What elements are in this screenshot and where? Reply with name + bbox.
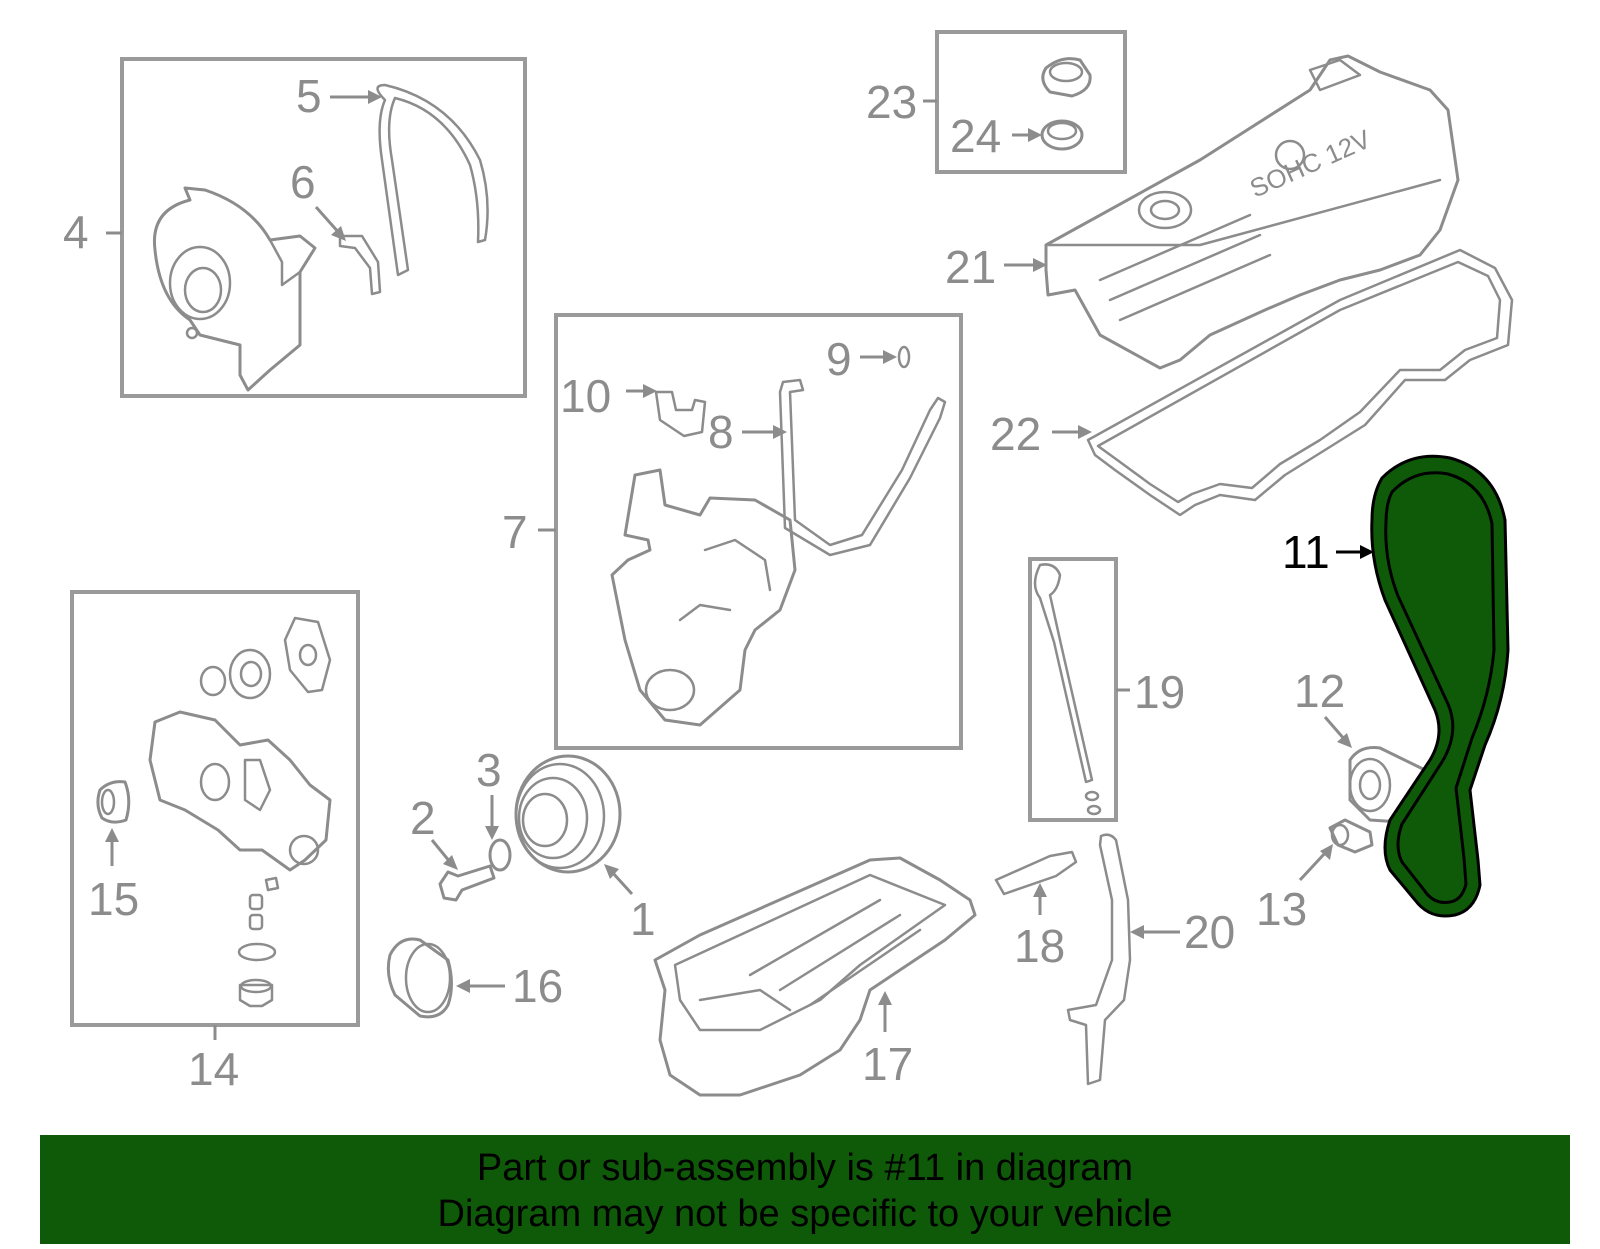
part-13-tensioner-bolt[interactable] — [1328, 818, 1374, 854]
part-6-seal[interactable] — [338, 234, 382, 296]
callout-20[interactable]: 20 — [1184, 906, 1235, 958]
part-1-crankshaft-pulley[interactable] — [514, 754, 622, 874]
callout-4[interactable]: 4 — [63, 206, 89, 258]
part-14-oil-pump-assembly[interactable] — [148, 616, 332, 1008]
part-19-dipstick[interactable] — [1033, 563, 1102, 816]
callout-9[interactable]: 9 — [826, 333, 852, 385]
callout-23[interactable]: 23 — [866, 76, 917, 128]
callout-17[interactable]: 17 — [862, 1038, 913, 1090]
callout-13[interactable]: 13 — [1256, 883, 1307, 935]
part-3-washer[interactable] — [488, 838, 512, 872]
banner-part-info: Part or sub-assembly is #11 in diagram — [476, 1147, 1134, 1189]
part-20-dipstick-tube[interactable] — [1066, 833, 1132, 1086]
callout-7[interactable]: 7 — [502, 506, 528, 558]
callout-3[interactable]: 3 — [476, 744, 502, 796]
leader-lines — [105, 90, 1374, 1040]
callout-24[interactable]: 24 — [950, 110, 1001, 162]
callout-8[interactable]: 8 — [708, 406, 734, 458]
part-4-upper-timing-cover[interactable] — [152, 186, 317, 392]
part-8-cover-gasket[interactable] — [778, 378, 947, 557]
part-22-valve-cover-gasket[interactable] — [1086, 248, 1514, 517]
banner-disclaimer: Diagram may not be specific to your vehi… — [437, 1193, 1173, 1235]
part-2-pulley-bolt[interactable] — [438, 864, 496, 902]
callout-21[interactable]: 21 — [945, 241, 996, 293]
part-21-valve-cover[interactable]: SOHC 12V — [1044, 54, 1460, 370]
part-10-clip[interactable] — [654, 390, 707, 438]
callout-2[interactable]: 2 — [410, 792, 436, 844]
part-16-oil-filter[interactable] — [386, 937, 453, 1019]
group-box-19 — [1028, 557, 1118, 822]
selection-banner: Part or sub-assembly is #11 in diagram D… — [40, 1135, 1570, 1244]
part-15-oil-seal[interactable] — [96, 780, 131, 824]
part-23-oil-filler-cap[interactable] — [1041, 57, 1092, 98]
part-5-cover-seal[interactable] — [376, 83, 489, 277]
part-18-sealant-tube[interactable] — [994, 850, 1078, 896]
part-11-timing-belt[interactable] — [1370, 454, 1510, 918]
part-24-cap-seal[interactable] — [1040, 119, 1084, 151]
part-7-lower-timing-cover[interactable] — [610, 468, 797, 727]
callout-6[interactable]: 6 — [290, 156, 316, 208]
group-box-4 — [120, 57, 527, 398]
callout-16[interactable]: 16 — [512, 960, 563, 1012]
callout-18[interactable]: 18 — [1014, 920, 1065, 972]
callout-numbers: 1 2 3 4 5 6 7 8 9 10 11 12 13 14 15 16 1… — [63, 70, 1345, 1095]
callout-10[interactable]: 10 — [560, 370, 611, 422]
callout-1[interactable]: 1 — [630, 893, 656, 945]
callout-11-selected[interactable]: 11 — [1282, 526, 1330, 578]
callout-12[interactable]: 12 — [1294, 665, 1345, 717]
callout-15[interactable]: 15 — [88, 873, 139, 925]
callout-14[interactable]: 14 — [188, 1043, 239, 1095]
part-9-grommet[interactable] — [897, 345, 911, 369]
callout-22[interactable]: 22 — [990, 408, 1041, 460]
part-17-oil-pan[interactable] — [653, 856, 977, 1097]
callout-19[interactable]: 19 — [1134, 666, 1185, 718]
callout-5[interactable]: 5 — [296, 70, 322, 122]
